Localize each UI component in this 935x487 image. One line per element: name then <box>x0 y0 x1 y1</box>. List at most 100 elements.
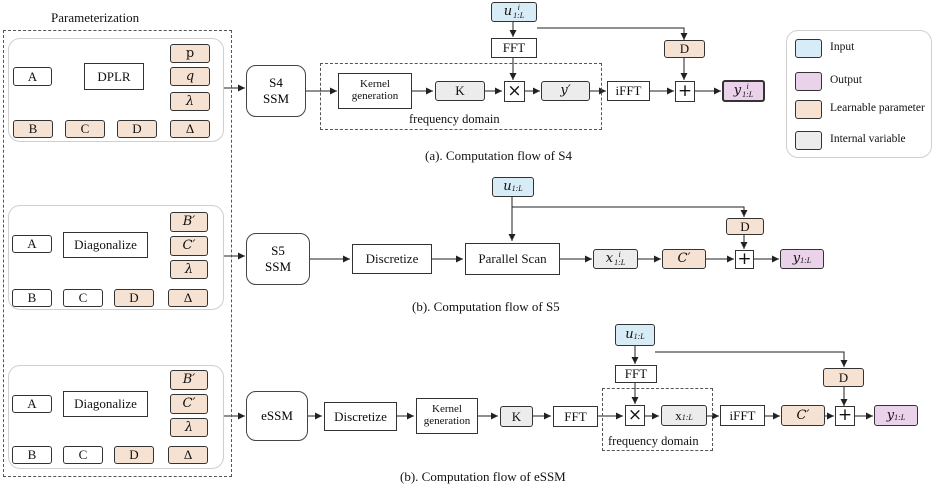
s5-lambda-box: λ <box>170 260 208 279</box>
s4-ifft-box: iFFT <box>607 81 650 101</box>
essm-diagonalize-box: Diagonalize <box>63 391 148 417</box>
s5-u-sub: 1:L <box>511 183 523 193</box>
essm-fft-top-box: FFT <box>615 365 657 383</box>
essm-fft-box: FFT <box>553 406 598 427</box>
legend-learnable-swatch <box>795 100 822 119</box>
s4-a-box: A <box>13 67 52 86</box>
s4-lambda-box: λ <box>170 92 210 111</box>
essm-caption: (b). Computation flow of eSSM <box>400 469 566 484</box>
s4-out-sub: 1:L <box>742 90 754 99</box>
s4-d-box: D <box>117 120 157 138</box>
s5-plus-node: + <box>735 250 754 269</box>
essm-cprime-out-box: C′ <box>781 405 825 426</box>
s5-out-symbol: y <box>792 251 801 267</box>
essm-a-box: A <box>12 395 52 413</box>
s4-q-box: q <box>170 67 210 86</box>
essm-x-symbol: x <box>675 407 682 423</box>
essm-frequency-domain-frame <box>602 388 713 451</box>
s4-y-box: y′ <box>541 81 590 101</box>
s5-caption: (b). Computation flow of S5 <box>412 299 560 314</box>
s5-diagonalize-box: Diagonalize <box>63 232 148 258</box>
s5-ssm-line1: S5 <box>271 242 285 258</box>
essm-multiply-node: × <box>625 405 645 426</box>
s4-ssm-line1: S4 <box>269 74 283 90</box>
legend-internal-swatch <box>795 131 822 150</box>
parameterization-title: Parameterization <box>51 10 140 25</box>
essm-bprime-box: B′ <box>170 370 208 390</box>
s5-parallel-scan-box: Parallel Scan <box>465 243 560 275</box>
essm-block: eSSM <box>246 391 308 441</box>
s5-x-symbol: x <box>605 251 614 267</box>
s4-d-skip-box: D <box>664 40 705 58</box>
s5-d-skip-box: D <box>726 218 764 235</box>
essm-discretize-box: Discretize <box>324 402 397 431</box>
s4-out-sup: i <box>746 82 749 91</box>
parameterization-frame <box>3 30 232 477</box>
essm-frequency-domain-label: frequency domain <box>608 434 699 448</box>
essm-k-box: K <box>500 406 533 427</box>
s5-bprime-box: B′ <box>170 212 208 232</box>
essm-out-symbol: y <box>886 407 895 423</box>
s5-c-box: C <box>63 289 103 307</box>
s5-u-symbol: u <box>503 179 512 195</box>
s5-d-box: D <box>114 289 154 307</box>
s5-discretize-box: Discretize <box>352 244 432 274</box>
essm-plus-node: + <box>835 406 855 426</box>
essm-cprime-box: C′ <box>170 394 208 414</box>
legend-input-swatch <box>795 39 822 58</box>
s4-dplr-box: DPLR <box>84 63 144 90</box>
s5-b-box: B <box>12 289 52 307</box>
legend-internal-label: Internal variable <box>830 133 906 145</box>
s4-u-symbol: u <box>503 4 513 20</box>
essm-u-symbol: u <box>625 327 634 343</box>
s5-ssm-line2: SSM <box>264 259 292 274</box>
essm-out-sub: 1:L <box>894 412 906 422</box>
s4-fft-box: FFT <box>491 38 537 58</box>
s5-out-sub: 1:L <box>800 255 812 265</box>
s4-plus-node: + <box>675 81 695 102</box>
s4-caption: (a). Computation flow of S4 <box>425 148 572 163</box>
s4-c-box: C <box>65 120 105 138</box>
essm-d-skip-box: D <box>823 368 864 387</box>
s5-cprime-out-box: C′ <box>662 249 706 269</box>
s4-b-box: B <box>13 120 53 138</box>
s4-out-symbol: y <box>733 83 742 99</box>
legend-input-label: Input <box>830 41 855 53</box>
essm-c-box: C <box>63 446 103 464</box>
s5-delta-box: Δ <box>168 289 208 307</box>
essm-ifft-box: iFFT <box>720 405 765 426</box>
s4-frequency-domain-frame <box>320 63 602 130</box>
legend-output-swatch <box>795 72 822 91</box>
s4-u-sub: 1:L <box>513 11 525 20</box>
legend-learnable-label: Learnable parameter <box>830 102 925 114</box>
essm-kernel-generation-box: Kernel generation <box>416 398 478 434</box>
essm-x-sub: 1:L <box>681 412 693 422</box>
essm-delta-box: Δ <box>168 446 208 464</box>
essm-d-box: D <box>114 446 154 464</box>
s4-u-sup: i <box>517 3 520 12</box>
s5-cprime-box: C′ <box>170 236 208 256</box>
s5-a-box: A <box>12 235 52 253</box>
legend-output-label: Output <box>830 74 862 86</box>
s4-delta-box: Δ <box>170 120 210 138</box>
essm-lambda-box: λ <box>170 418 208 437</box>
essm-u-sub: 1:L <box>633 331 645 341</box>
s4-kernel-generation-box: Kernel generation <box>338 73 412 109</box>
s4-k-box: K <box>435 81 485 101</box>
s4-frequency-domain-label: frequency domain <box>409 112 500 126</box>
s5-x-sub: 1:L <box>614 258 626 267</box>
s5-x-sup: i <box>618 250 621 259</box>
s4-multiply-node: × <box>504 81 525 102</box>
s4-p-box: p <box>170 44 210 63</box>
essm-b-box: B <box>12 446 52 464</box>
